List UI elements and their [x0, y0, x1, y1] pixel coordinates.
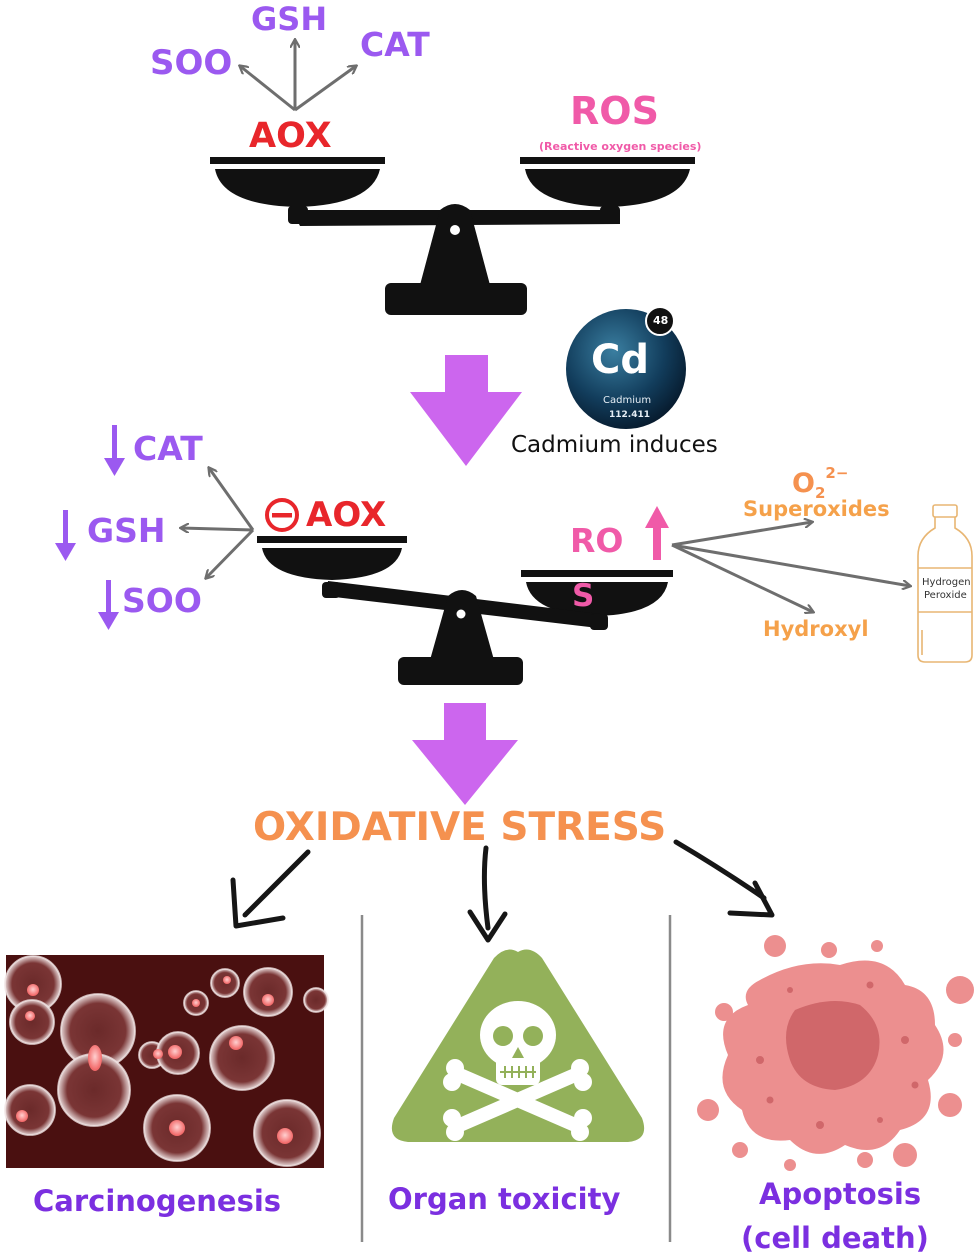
decrease-arrow-soo-icon	[98, 580, 119, 630]
cadmium-symbol: Cd	[591, 337, 649, 383]
enzyme-arrows	[240, 40, 356, 112]
aox-label: AOX	[249, 116, 332, 156]
flow-arrow-1	[410, 355, 522, 466]
cadmium-caption: Cadmium induces	[511, 432, 718, 458]
decreased-enzyme-arrows	[181, 468, 255, 578]
oxidative-stress-title: OXIDATIVE STRESS	[253, 805, 667, 850]
decreased-soo-label: SOO	[122, 581, 202, 620]
cadmium-name: Cadmium	[603, 395, 652, 406]
peroxide-bottle-icon	[917, 504, 973, 663]
peroxide-label-line1: Hydrogen	[922, 577, 971, 588]
scale-base	[385, 283, 527, 315]
enzyme-label-soo: SOO	[150, 43, 233, 83]
balanced-scale	[210, 40, 695, 315]
decreased-aox-label: AOX	[306, 495, 387, 535]
enzyme-label-cat: CAT	[360, 25, 430, 64]
outcome-apoptosis-subtitle: (cell death)	[741, 1221, 929, 1255]
decreased-gsh-label: GSH	[87, 511, 166, 550]
ros-species-arrows	[671, 522, 910, 612]
tilted-scale	[55, 425, 910, 685]
cadmium-badge	[566, 306, 686, 429]
decrease-arrow-cat-icon	[104, 425, 125, 476]
increase-arrow-icon	[645, 506, 669, 560]
flow-arrow-2	[412, 703, 518, 805]
outcome-carcinogenesis: Carcinogenesis	[33, 1184, 282, 1218]
minus-circle-icon	[265, 498, 299, 532]
hydroxyl-label: Hydroxyl	[763, 617, 869, 641]
cadmium-atomic-number: 48	[653, 314, 669, 327]
decreased-cat-label: CAT	[133, 429, 203, 468]
right-pan-rim	[520, 157, 695, 164]
increased-ros-label-bottom: S	[572, 578, 595, 614]
skull-crossbones-icon	[391, 949, 645, 1142]
apoptosis-cell-icon	[697, 935, 974, 1171]
outcome-arrows	[230, 839, 775, 943]
carcinogenesis-cells-image	[4, 955, 329, 1168]
ros-sublabel: (Reactive oxygen species)	[539, 140, 702, 153]
peroxide-label-line2: Peroxide	[924, 590, 967, 601]
cadmium-mass: 112.411	[609, 410, 650, 420]
outcome-organ-toxicity: Organ toxicity	[388, 1182, 621, 1216]
superoxides-label: Superoxides	[743, 497, 890, 521]
left-pan	[215, 169, 380, 207]
superoxide-formula: O22−	[792, 464, 849, 502]
right-pan	[525, 169, 690, 207]
decrease-arrow-gsh-icon	[55, 510, 76, 561]
enzyme-label-gsh: GSH	[251, 0, 328, 38]
increased-ros-label-top: RO	[570, 521, 624, 560]
outcome-apoptosis: Apoptosis	[759, 1177, 922, 1211]
scale-stand	[420, 204, 490, 285]
ros-label: ROS	[570, 89, 659, 133]
left-pan-rim	[210, 157, 385, 164]
